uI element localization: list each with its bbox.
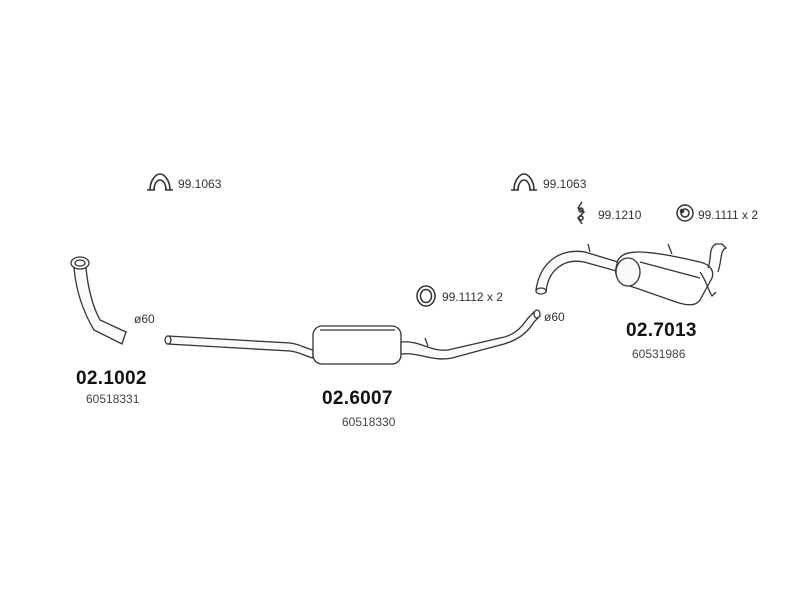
- middle-silencer-oem-number: 60518330: [342, 415, 396, 429]
- ring-gasket-icon: [416, 285, 436, 307]
- front-pipe-part-number: 02.1002: [76, 368, 147, 389]
- front-pipe-diameter: ø60: [134, 312, 155, 326]
- rubber-mount-icon: [676, 204, 694, 222]
- ring-gasket-code: 99.1112 x 2: [442, 290, 503, 304]
- front-pipe-drawing: [70, 256, 127, 345]
- middle-silencer-drawing: [164, 309, 542, 365]
- clamp-left-code: 99.1063: [178, 177, 222, 191]
- hanger-icon: [576, 201, 586, 225]
- rear-silencer-oem-number: 60531986: [632, 347, 686, 361]
- rubber-mount-code: 99.1111 x 2: [698, 208, 759, 222]
- clamp-right-code: 99.1063: [543, 177, 587, 191]
- middle-silencer-diameter: ø60: [544, 310, 565, 324]
- hanger-code: 99.1210: [598, 208, 642, 222]
- middle-silencer-part-number: 02.6007: [322, 388, 393, 409]
- rear-silencer-drawing: [535, 243, 728, 306]
- clamp-icon: [511, 173, 537, 191]
- clamp-icon: [147, 173, 173, 191]
- rear-silencer-part-number: 02.7013: [626, 320, 697, 341]
- front-pipe-oem-number: 60518331: [86, 392, 140, 406]
